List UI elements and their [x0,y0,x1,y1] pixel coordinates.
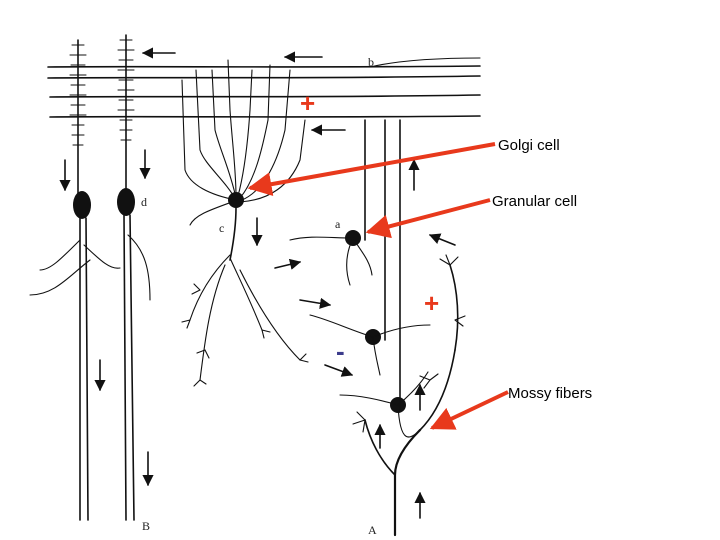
purkinje-cell-right [29,34,151,521]
mossy-callout-arrow [429,390,509,430]
minus-sign: - [336,336,345,366]
golgi-cell [181,59,309,387]
granular-cells [289,119,431,413]
granular-callout-arrow [365,198,491,239]
label-B: B [142,519,150,533]
plus-sign-top: + [300,88,315,118]
flow-arrows [59,47,456,519]
plus-sign-mid: + [424,288,439,318]
label-a: a [335,217,341,231]
golgi-cell-label: Golgi cell [498,137,560,154]
mossy-fibers-label: Mossy fibers [508,385,592,402]
callout-arrows [247,142,509,430]
golgi-callout-arrow [247,142,496,196]
label-A: A [368,523,377,537]
label-c: c [219,221,224,235]
label-d: d [141,195,147,209]
purkinje-cell-left [39,39,121,521]
granular-cell-label: Granular cell [492,193,577,210]
label-b: b [368,55,374,69]
parallel-fibers [47,57,481,118]
